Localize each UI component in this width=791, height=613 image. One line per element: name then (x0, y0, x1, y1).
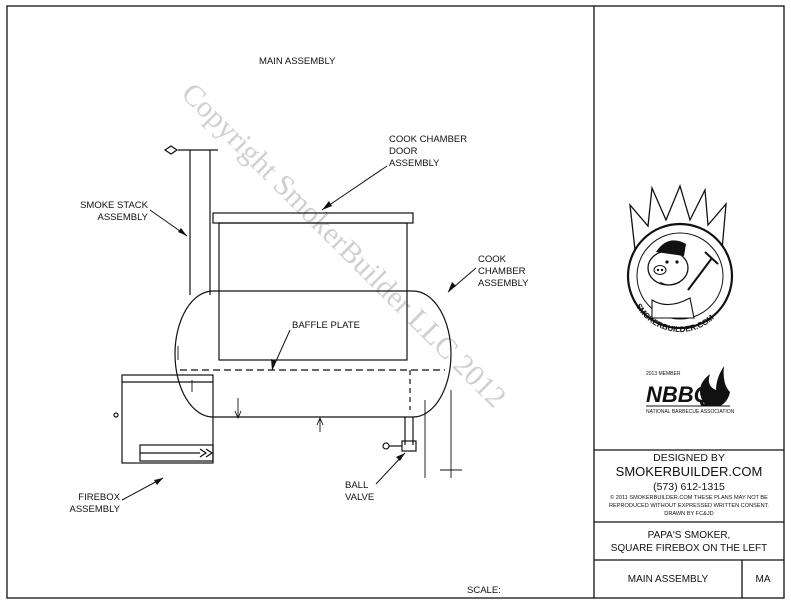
designed-by-label: DESIGNED BY (653, 452, 725, 464)
dimension-lines (177, 346, 462, 478)
svg-text:ASSEMBLY: ASSEMBLY (69, 504, 120, 515)
callout-baffle-plate: BAFFLE PLATE (292, 320, 360, 331)
firebox (113, 374, 214, 464)
drawn-by: DRAWN BY FC&JD (664, 511, 713, 517)
callout-cook-chamber-door: COOK CHAMBER DOOR ASSEMBLY (389, 134, 467, 169)
svg-text:ASSEMBLY: ASSEMBLY (97, 212, 148, 223)
project-title-line1: PAPA'S SMOKER, (648, 530, 731, 541)
svg-text:SMOKE STACK: SMOKE STACK (80, 200, 149, 211)
copyright-notice-line2: REPRODUCED WITHOUT EXPRESSED WRITTEN CON… (609, 503, 769, 509)
scale-label: SCALE: (467, 585, 501, 596)
smokerbuilder-logo: SMOKERBUILDER.COM (626, 184, 734, 334)
svg-text:2013 MEMBER: 2013 MEMBER (646, 371, 681, 377)
flame-icon (699, 366, 730, 406)
leader-arrows (154, 201, 456, 485)
company-name: SMOKERBUILDER.COM (616, 464, 763, 479)
svg-text:COOK CHAMBER: COOK CHAMBER (389, 134, 467, 145)
project-title-line2: SQUARE FIREBOX ON THE LEFT (611, 543, 768, 554)
svg-text:CHAMBER: CHAMBER (478, 266, 526, 277)
copyright-watermark: Copyright SmokerBuilder LLC 2012 (175, 77, 512, 414)
company-phone: (573) 612-1315 (653, 481, 725, 493)
callout-smoke-stack: SMOKE STACK ASSEMBLY (80, 200, 149, 223)
title-block: DESIGNED BY SMOKERBUILDER.COM (573) 612-… (609, 452, 771, 585)
sheet-title: MAIN ASSEMBLY (628, 574, 709, 585)
callout-ball-valve: BALL VALVE (345, 480, 374, 503)
callout-firebox: FIREBOX ASSEMBLY (69, 492, 120, 515)
sheet-border (6, 5, 785, 599)
svg-text:ASSEMBLY: ASSEMBLY (389, 158, 440, 169)
svg-text:NBBQ: NBBQ (646, 382, 711, 407)
svg-text:VALVE: VALVE (345, 492, 374, 503)
ball-valve (382, 417, 417, 452)
sheet-code: MA (756, 574, 771, 585)
smoke-stack (163, 145, 218, 295)
copyright-notice-line1: © 2011 SMOKERBUILDER.COM THESE PLANS MAY… (610, 494, 768, 501)
svg-text:DOOR: DOOR (389, 146, 418, 157)
svg-text:ASSEMBLY: ASSEMBLY (478, 278, 529, 289)
svg-text:FIREBOX: FIREBOX (78, 492, 120, 503)
svg-text:NATIONAL BARBECUE ASSOCIATION: NATIONAL BARBECUE ASSOCIATION (646, 409, 735, 415)
callout-cook-chamber: COOK CHAMBER ASSEMBLY (478, 254, 529, 289)
drawing-title: MAIN ASSEMBLY (259, 56, 336, 67)
smoker-drawing (113, 145, 477, 501)
svg-text:BALL: BALL (345, 480, 368, 491)
pig-mascot-icon (647, 240, 719, 319)
nbbq-logo: 2013 MEMBER NBBQ NATIONAL BARBECUE ASSOC… (646, 366, 735, 415)
svg-text:COOK: COOK (478, 254, 507, 265)
